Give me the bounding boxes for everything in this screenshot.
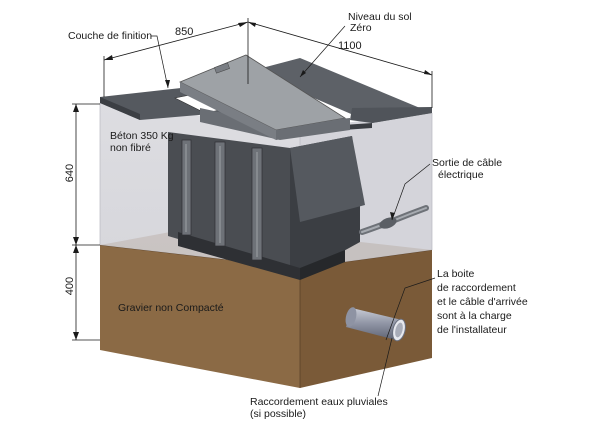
transformer-unit-icon <box>168 54 365 280</box>
drain-sublabel: (si possible) <box>250 408 307 420</box>
junction-label-3: et le câble d'arrivée <box>437 296 528 308</box>
dimension-concrete-height-label: 640 <box>64 163 76 183</box>
drain-pipe-icon <box>345 307 406 342</box>
ground-level-sublabel: Zéro <box>350 22 372 34</box>
junction-label-1: La boite <box>437 268 475 280</box>
concrete-sublabel: non fibré <box>110 142 151 154</box>
dimension-width-label: 850 <box>175 26 194 38</box>
leader-arrows <box>165 70 395 220</box>
ground-level-label: Niveau du sol <box>348 11 412 23</box>
cable-exit-sublabel: électrique <box>438 169 484 181</box>
cable-gland-icon <box>359 205 429 235</box>
junction-label-2: de raccordement <box>437 282 516 294</box>
gravel-front-face <box>100 245 300 388</box>
leader-lines <box>151 25 436 397</box>
cooling-fins <box>181 139 263 261</box>
cable-exit-label: Sortie de câble <box>432 157 503 169</box>
dimension-gravel-height-label: 400 <box>64 276 76 296</box>
concrete-label: Béton 350 Kg <box>110 130 174 142</box>
drain-label: Raccordement eaux pluviales <box>250 396 388 408</box>
dimension-arrows <box>73 22 432 340</box>
dimension-lines <box>72 18 433 341</box>
gravel-label: Gravier non Compacté <box>118 302 224 314</box>
junction-label-5: de l'installateur <box>437 324 507 336</box>
dimension-depth-label: 1100 <box>338 40 362 52</box>
junction-label-4: sont à la charge <box>437 310 512 322</box>
finish-layer-label: Couche de finition <box>68 30 153 42</box>
